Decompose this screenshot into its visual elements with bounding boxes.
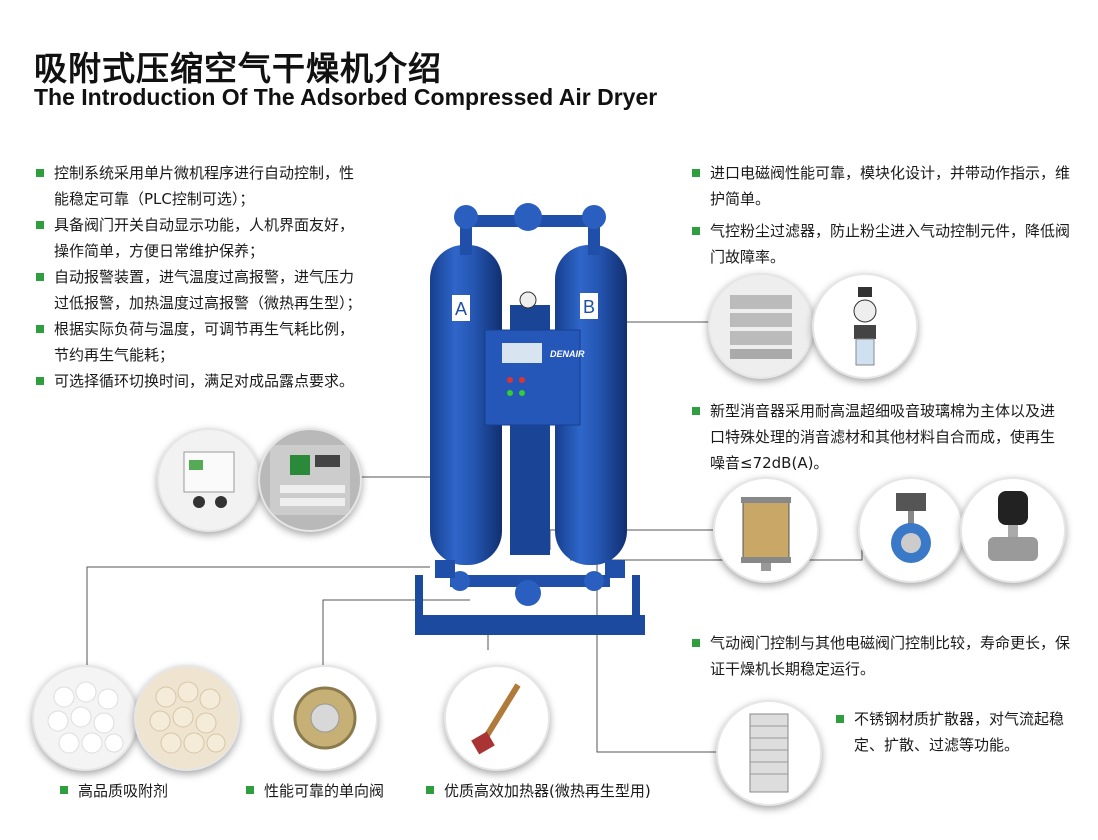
- bullet-square-icon: [692, 407, 700, 415]
- right-feature-list-pneumatic: 气动阀门控制与其他电磁阀门控制比较，寿命更长，保证干燥机长期稳定运行。: [692, 630, 1072, 682]
- list-item: 控制系统采用单片微机程序进行自动控制，性能稳定可靠（PLC控制可选）；: [36, 160, 366, 212]
- leader-line-adsorbent: [86, 566, 430, 665]
- adsorbent-beads-cream-photo: [134, 665, 240, 771]
- silencer-icon: [741, 497, 791, 571]
- diffuser-photo: [716, 700, 822, 806]
- list-item: 气动阀门控制与其他电磁阀门控制比较，寿命更长，保证干燥机长期稳定运行。: [692, 630, 1072, 682]
- right-feature-list-silencer: 新型消音器采用耐高温超细吸音玻璃棉为主体以及进口特殊处理的消音滤材和其他材料自合…: [692, 398, 1064, 476]
- caption-heater: 优质高效加热器(微热再生型用): [426, 780, 651, 801]
- heater-rod-icon: [471, 683, 521, 755]
- check-valve-photo: [272, 665, 378, 771]
- white-beads-icon: [47, 681, 124, 754]
- mesh-diffuser-icon: [749, 713, 789, 793]
- page-title-cn: 吸附式压缩空气干燥机介绍: [34, 49, 442, 88]
- pneumatic-angle-valve-photo: [960, 477, 1066, 583]
- bullet-square-icon: [692, 169, 700, 177]
- angle-valve-icon: [988, 491, 1038, 561]
- bullet-square-icon: [836, 715, 844, 723]
- solenoid-valves-photo: [708, 273, 814, 379]
- bullet-square-icon: [36, 169, 44, 177]
- caption-adsorbent: 高品质吸附剂: [60, 780, 168, 801]
- dust-filter-photo: [812, 273, 918, 379]
- list-item: 不锈钢材质扩散器，对气流起稳定、扩散、过滤等功能。: [836, 706, 1076, 758]
- list-item: 可选择循环切换时间，满足对成品露点要求。: [36, 368, 366, 394]
- right-feature-list-valves: 进口电磁阀性能可靠，模块化设计，并带动作指示，维护简单。 气控粉尘过滤器，防止粉…: [692, 160, 1072, 270]
- adsorbent-beads-white-photo: [32, 665, 138, 771]
- tank-a-label: A: [455, 299, 467, 319]
- cream-beads-icon: [149, 681, 226, 754]
- list-item: 自动报警装置，进气温度过高报警，进气压力过低报警，加热温度过高报警（微热再生型）…: [36, 264, 366, 316]
- brand-label: DENAIR: [550, 349, 585, 359]
- air-dryer-machine-illustration: A B DENAIR: [415, 203, 645, 635]
- list-item: 进口电磁阀性能可靠，模块化设计，并带动作指示，维护简单。: [692, 160, 1072, 212]
- butterfly-valve-icon: [891, 493, 931, 563]
- solenoid-valve-icon: [730, 295, 792, 359]
- bullet-square-icon: [246, 786, 254, 794]
- list-item: 具备阀门开关自动显示功能，人机界面友好，操作简单，方便日常维护保养；: [36, 212, 366, 264]
- silencer-photo: [713, 477, 819, 583]
- list-item: 根据实际负荷与温度，可调节再生气耗比例，节约再生气能耗；: [36, 316, 366, 368]
- tank-b-label: B: [583, 297, 595, 317]
- bullet-square-icon: [36, 377, 44, 385]
- bullet-square-icon: [36, 221, 44, 229]
- controller-board-photo: [157, 428, 261, 532]
- plc-panel-icon: [270, 445, 350, 515]
- list-item: 气控粉尘过滤器，防止粉尘进入气动控制元件，降低阀门故障率。: [692, 218, 1072, 270]
- bullet-square-icon: [60, 786, 68, 794]
- page-title-en: The Introduction Of The Adsorbed Compres…: [34, 84, 658, 110]
- caption-check-valve: 性能可靠的单向阀: [246, 780, 384, 801]
- butterfly-valve-photo: [858, 477, 964, 583]
- heater-photo: [444, 665, 550, 771]
- circuit-board-icon: [183, 451, 235, 508]
- bullet-square-icon: [692, 227, 700, 235]
- filter-regulator-icon: [853, 287, 877, 366]
- bullet-square-icon: [36, 273, 44, 281]
- bullet-square-icon: [36, 325, 44, 333]
- list-item: 新型消音器采用耐高温超细吸音玻璃棉为主体以及进口特殊处理的消音滤材和其他材料自合…: [692, 398, 1064, 476]
- right-feature-list-diffuser: 不锈钢材质扩散器，对气流起稳定、扩散、过滤等功能。: [836, 706, 1076, 758]
- plc-cabinet-photo: [258, 428, 362, 532]
- bullet-square-icon: [692, 639, 700, 647]
- left-feature-list: 控制系统采用单片微机程序进行自动控制，性能稳定可靠（PLC控制可选）； 具备阀门…: [36, 160, 366, 394]
- tank-a: [430, 245, 502, 565]
- check-valve-icon: [293, 686, 357, 750]
- tank-b: [555, 245, 627, 565]
- bullet-square-icon: [426, 786, 434, 794]
